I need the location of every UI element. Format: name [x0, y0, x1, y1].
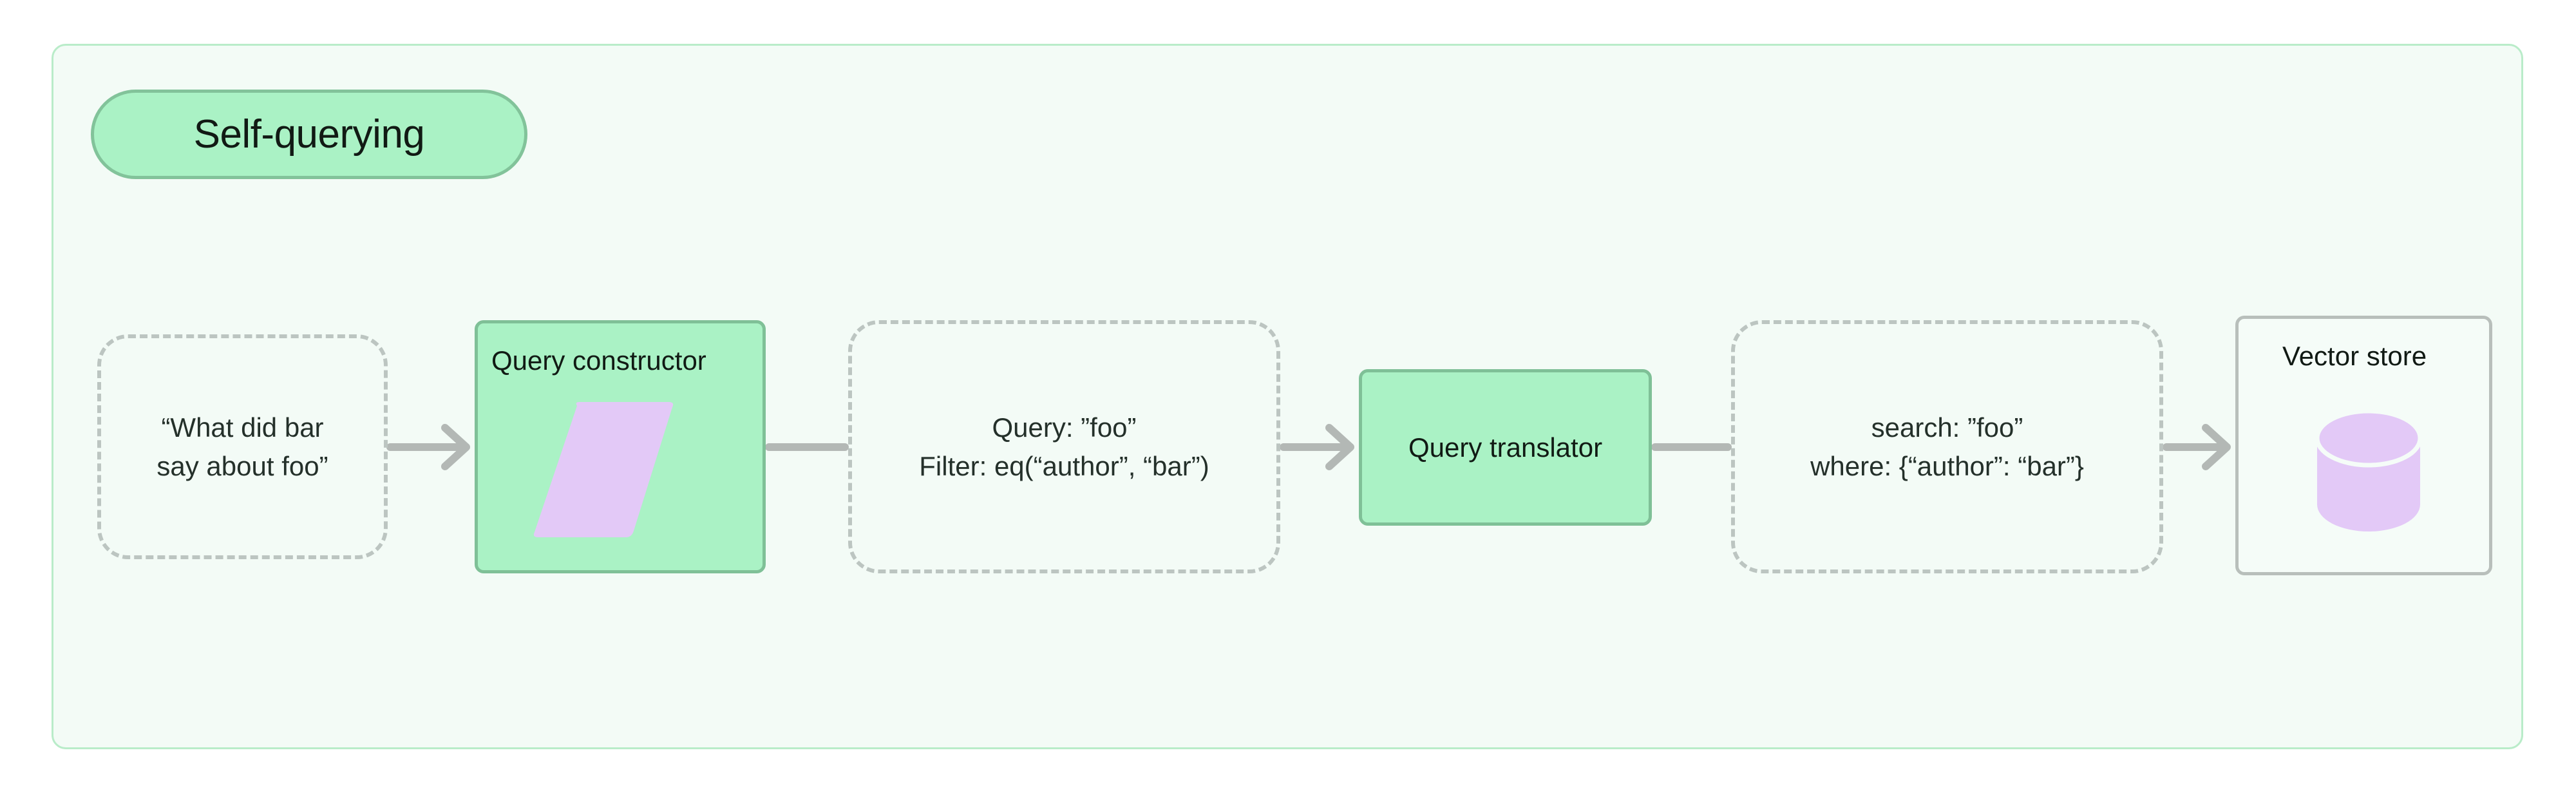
node-user-question-line-1: “What did bar	[161, 412, 324, 443]
node-user-question-line-2: say about foo”	[156, 450, 328, 481]
node-vector-store[interactable]: Vector store	[2235, 316, 2492, 575]
node-query-translator-label: Query translator	[1408, 432, 1603, 463]
node-user-question[interactable]: “What did bar say about foo”	[97, 334, 388, 559]
node-query-constructor[interactable]: Query constructor	[475, 320, 766, 573]
subgraph-title-label: Self-querying	[193, 111, 425, 157]
node-query-constructor-label: Query constructor	[491, 345, 706, 376]
node-structured-query-line-1: Query: ”foo”	[992, 412, 1137, 443]
database-cylinder-icon	[2317, 409, 2420, 531]
node-translated-query-line-2: where: {“author”: “bar”}	[1810, 450, 2084, 481]
node-translated-query[interactable]: search: ”foo” where: {“author”: “bar”}	[1731, 320, 2163, 573]
node-translated-query-line-1: search: ”foo”	[1871, 412, 2023, 443]
node-structured-query-line-2: Filter: eq(“author”, “bar”)	[919, 450, 1209, 481]
parallelogram-icon	[533, 402, 674, 537]
node-query-translator[interactable]: Query translator	[1359, 369, 1652, 526]
node-structured-query[interactable]: Query: ”foo” Filter: eq(“author”, “bar”)	[848, 320, 1280, 573]
subgraph-title-badge: Self-querying	[91, 90, 527, 179]
node-vector-store-label: Vector store	[2282, 341, 2427, 371]
